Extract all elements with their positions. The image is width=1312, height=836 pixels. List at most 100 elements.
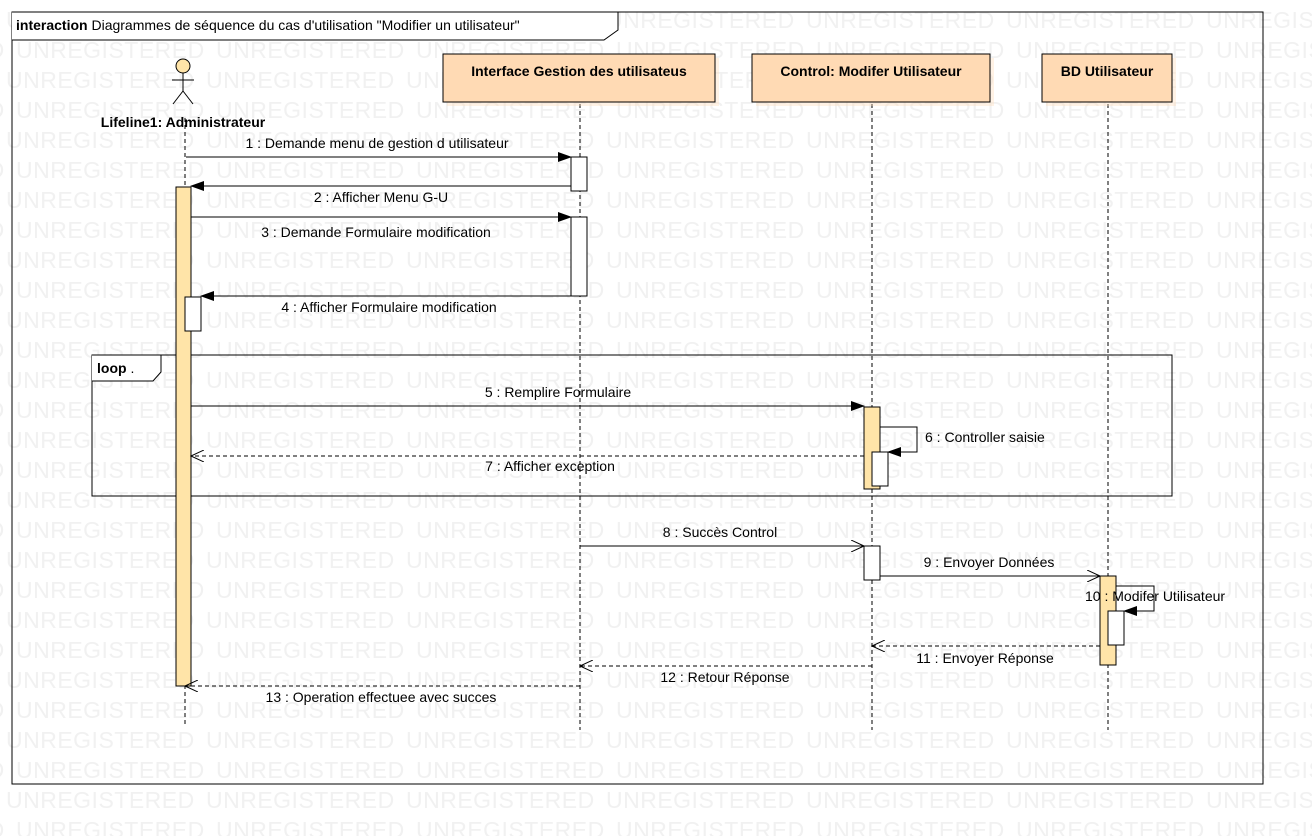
watermark-text: UNREGISTERED <box>1216 157 1312 183</box>
message-13[interactable]: 13 : Operation effectuee avec succes <box>185 686 580 705</box>
watermark-text: UNREGISTERED <box>16 817 205 836</box>
watermark-text: UNREGISTERED <box>806 127 995 153</box>
message-4[interactable]: 4 : Afficher Formulaire modification <box>200 291 571 315</box>
actor-name: Lifeline1: Administrateur <box>101 114 266 130</box>
message-10[interactable]: 10 : Modifer Utilisateur <box>1085 585 1225 616</box>
lifeline-header-control <box>751 53 991 103</box>
watermark-text: UNREGISTERED <box>416 397 605 423</box>
watermark-text: UNREGISTERED <box>16 457 205 483</box>
lifeline-interface[interactable]: Interface Gestion des utilisateus <box>442 53 719 106</box>
watermark-text: UNREGISTERED <box>1016 517 1205 543</box>
watermark-text: UNREGISTERED <box>6 127 195 153</box>
lifeline-control[interactable]: Control: Modifer Utilisateur <box>751 53 994 106</box>
watermark-text: UNREGISTERED <box>1206 367 1312 393</box>
message-label: 7 : Afficher exception <box>485 458 615 474</box>
watermark-text: UNREGISTERED <box>1206 307 1312 333</box>
watermark-text: UNREGISTERED <box>1206 787 1312 813</box>
message-6[interactable]: 6 : Controller saisie <box>880 426 1045 457</box>
watermark-text: UNREGISTERED <box>606 487 795 513</box>
watermark-text: UNREGISTERED <box>1006 187 1195 213</box>
watermark-text: UNREGISTERED <box>6 487 195 513</box>
watermark-text: UNREGISTERED <box>16 517 205 543</box>
watermark-text: UNREGISTERED <box>616 397 805 423</box>
watermark-text: UNREGISTERED <box>16 217 205 243</box>
watermark-text: UNREGISTERED <box>606 247 795 273</box>
watermark-text: UNREGISTERED <box>606 307 795 333</box>
actor-left-leg-icon <box>172 90 184 105</box>
message-9[interactable]: 9 : Envoyer Données <box>880 554 1100 576</box>
watermark-text: UNREGISTERED <box>816 577 1005 603</box>
watermark-text: UNREGISTERED <box>606 7 795 33</box>
watermark-text: UNREGISTERED <box>616 457 805 483</box>
watermark-text: UNREGISTERED <box>406 127 595 153</box>
lifeline-name-control: Control: Modifer Utilisateur <box>780 63 962 79</box>
frame-title: interaction Diagrammes de séquence du ca… <box>16 17 520 33</box>
watermark-text: UNREGISTERED <box>1216 37 1312 63</box>
watermark-text: UNREGISTERED <box>16 37 205 63</box>
watermark-text: UNREGISTERED <box>1206 127 1312 153</box>
watermark-text: UNREGISTERED <box>0 217 5 243</box>
watermark-text: UNREGISTERED <box>216 157 405 183</box>
watermark-text: UNREGISTERED <box>1206 607 1312 633</box>
watermark-text: UNREGISTERED <box>816 517 1005 543</box>
actor-administrateur[interactable]: Lifeline1: Administrateur <box>101 58 266 130</box>
activation-interface-2 <box>570 216 588 297</box>
watermark-text: UNREGISTERED <box>1216 277 1312 303</box>
message-label: 1 : Demande menu de gestion d utilisateu… <box>245 135 508 151</box>
message-2[interactable]: 2 : Afficher Menu G-U <box>190 181 571 205</box>
watermark-text: UNREGISTERED <box>206 727 395 753</box>
message-11[interactable]: 11 : Envoyer Réponse <box>872 646 1100 666</box>
watermark-text: UNREGISTERED <box>216 277 405 303</box>
message-label: 6 : Controller saisie <box>925 429 1045 445</box>
watermark-text: UNREGISTERED <box>1006 787 1195 813</box>
watermark-text: UNREGISTERED <box>1006 367 1195 393</box>
watermark-text: UNREGISTERED <box>1006 547 1195 573</box>
message-5[interactable]: 5 : Remplire Formulaire <box>191 384 865 411</box>
watermark-text: UNREGISTERED <box>6 547 195 573</box>
lifeline-header-interface <box>442 53 716 103</box>
watermark-text: UNREGISTERED <box>806 547 995 573</box>
message-1[interactable]: 1 : Demande menu de gestion d utilisateu… <box>186 135 572 162</box>
loop-tab <box>92 354 162 382</box>
watermark-text: UNREGISTERED <box>616 277 805 303</box>
watermark-text: UNREGISTERED <box>1006 7 1195 33</box>
message-12[interactable]: 12 : Retour Réponse <box>580 666 872 685</box>
watermark-text: UNREGISTERED <box>216 97 405 123</box>
watermark-text: UNREGISTERED <box>816 757 1005 783</box>
watermark-text: UNREGISTERED <box>816 217 1005 243</box>
watermark-text: UNREGISTERED <box>406 667 595 693</box>
message-label: 5 : Remplire Formulaire <box>485 384 631 400</box>
watermark-text: UNREGISTERED <box>416 517 605 543</box>
watermark-layer: UNREGISTERED UNREGISTERED UNREGISTERED UNRE… <box>0 7 1312 836</box>
message-label: 2 : Afficher Menu G-U <box>314 189 448 205</box>
watermark-text: UNREGISTERED <box>216 457 405 483</box>
watermark-text: UNREGISTERED <box>816 397 1005 423</box>
lifeline-header-bd <box>1041 53 1173 103</box>
watermark-text: UNREGISTERED <box>406 247 595 273</box>
watermark-text: UNREGISTERED <box>1206 547 1312 573</box>
watermark-text: UNREGISTERED <box>806 247 995 273</box>
watermark-text: UNREGISTERED <box>416 337 605 363</box>
watermark-text: UNREGISTERED <box>606 787 795 813</box>
loop-fragment[interactable]: loop . <box>91 354 1173 497</box>
message-label: 10 : Modifer Utilisateur <box>1085 588 1225 604</box>
message-label: 12 : Retour Réponse <box>660 669 789 685</box>
lifeline-bd[interactable]: BD Utilisateur <box>1041 53 1176 106</box>
watermark-text: UNREGISTERED <box>806 487 995 513</box>
watermark-text: UNREGISTERED <box>1016 817 1205 836</box>
watermark-text: UNREGISTERED <box>1206 427 1312 453</box>
message-8[interactable]: 8 : Succès Control <box>580 524 864 546</box>
watermark-text: UNREGISTERED <box>816 337 1005 363</box>
actor-right-leg-icon <box>182 90 194 105</box>
watermark-text: UNREGISTERED <box>206 787 395 813</box>
watermark-text: UNREGISTERED <box>0 577 5 603</box>
message-7[interactable]: 7 : Afficher exception <box>191 456 864 474</box>
frame-title-text: Diagrammes de séquence du cas d'utilisat… <box>91 17 519 33</box>
watermark-text: UNREGISTERED <box>616 337 805 363</box>
watermark-text: UNREGISTERED <box>806 7 995 33</box>
watermark-text: UNREGISTERED <box>616 757 805 783</box>
watermark-text: UNREGISTERED <box>1006 127 1195 153</box>
message-3[interactable]: 3 : Demande Formulaire modification <box>191 212 572 240</box>
